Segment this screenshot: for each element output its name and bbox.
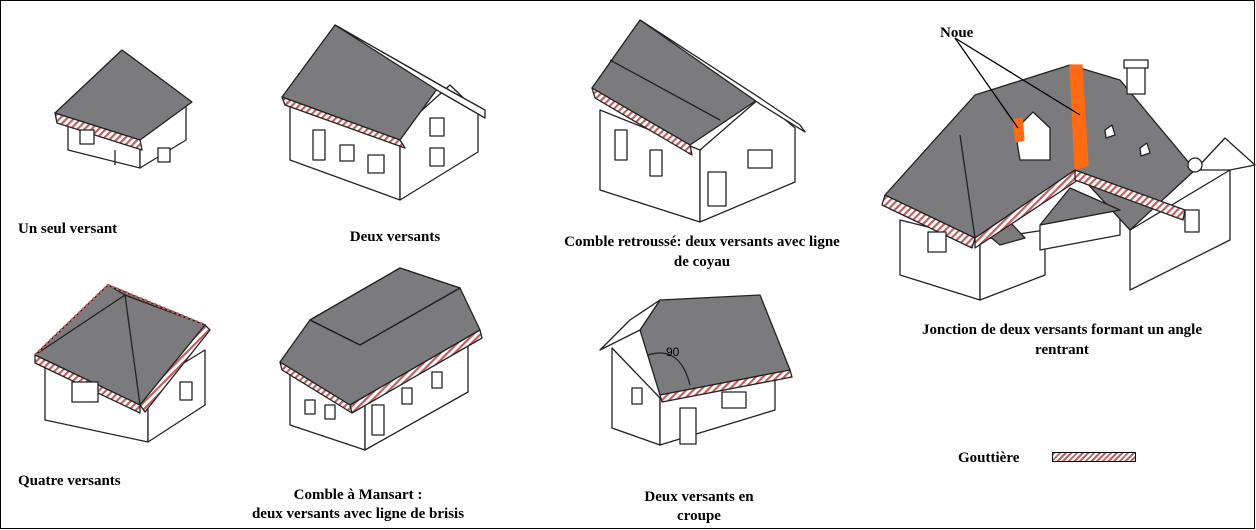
valley-line — [1069, 64, 1089, 171]
caption-un-seul-versant: Un seul versant — [18, 221, 118, 237]
caption-mansart-1: Comble à Mansart : — [293, 487, 423, 503]
angle-label: 90 — [666, 345, 680, 359]
caption-jonction-1: Jonction de deux versants formant un ang… — [921, 322, 1203, 338]
caption-jonction-2: rentrant — [1035, 342, 1089, 358]
house-hip-croupe — [599, 294, 793, 446]
gutter-strip — [281, 96, 406, 149]
gutter-strip — [54, 112, 143, 151]
gutter-strip — [591, 87, 693, 156]
caption-deux-versants: Deux versants — [349, 229, 441, 245]
caption-croupe-2: croupe — [677, 508, 721, 524]
caption-quatre-versants: Quatre versants — [18, 473, 121, 489]
gutter-strip — [139, 324, 211, 413]
label-noue: Noue — [940, 25, 974, 41]
gutter-strip — [1074, 169, 1186, 221]
legend-gutter-swatch — [1052, 452, 1136, 462]
legend-label: Gouttière — [958, 450, 1020, 466]
gutter-strip — [349, 329, 483, 414]
caption-mansart-2: deux versants avec ligne de brisis — [251, 506, 465, 522]
house-valley-junction — [881, 37, 1256, 301]
house-coyau — [591, 19, 806, 223]
caption-comble-retrousse-1: Comble retroussé: deux versants avec lig… — [564, 234, 840, 250]
caption-croupe-1: Deux versants en — [644, 489, 754, 505]
house-mansart — [279, 267, 483, 451]
gutter-strip — [881, 194, 976, 249]
gutter-strip — [659, 369, 793, 403]
caption-comble-retrousse-2: de coyau — [673, 254, 731, 270]
house-single-slope — [54, 49, 193, 169]
house-four-slopes — [34, 283, 211, 443]
house-two-slopes — [281, 24, 486, 201]
